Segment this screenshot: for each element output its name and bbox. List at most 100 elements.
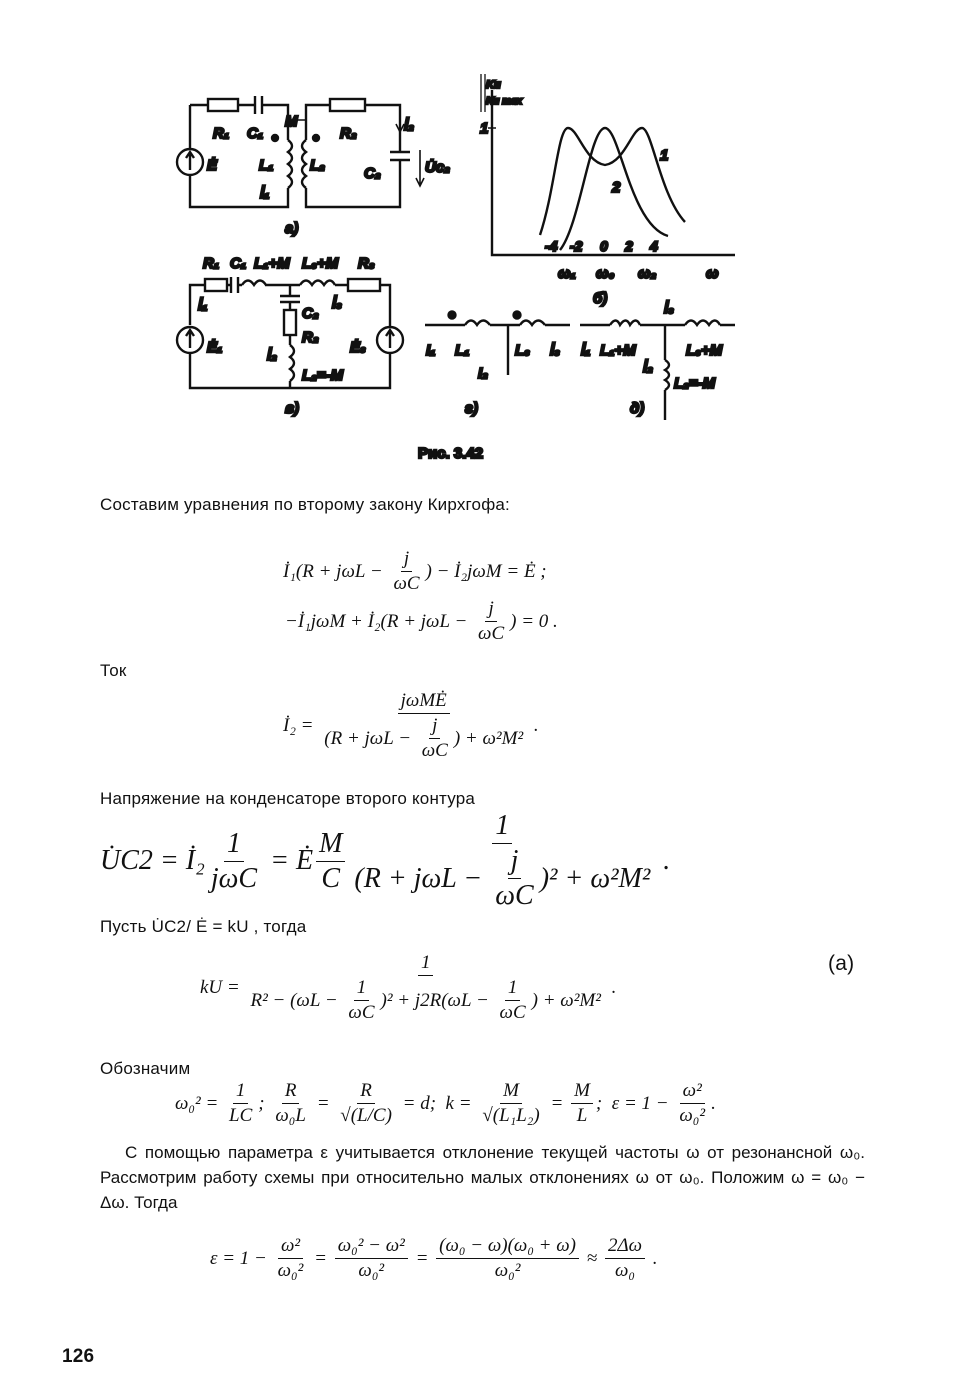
label-b: б) xyxy=(593,290,607,307)
xtick-2: 2 xyxy=(624,238,633,254)
fraction-denominator: ω₀ xyxy=(612,1259,638,1282)
label-c: в) xyxy=(285,400,299,417)
ytick-1: 1 xyxy=(480,120,488,137)
math-text: = xyxy=(545,1092,569,1114)
math-text: (R + jωL − xyxy=(324,727,416,749)
curve-2 xyxy=(559,126,669,251)
math-text: ω₀² = xyxy=(175,1092,224,1114)
diagram-d: I₁ L₁ I₂ L₃ İ₃ г) xyxy=(425,310,570,418)
math-text: ωC xyxy=(495,880,534,911)
math-text: j xyxy=(488,598,494,619)
math-text: C xyxy=(321,862,341,894)
kirchhoff-intro: Составим уравнения по второму закону Кир… xyxy=(100,495,510,514)
label-I1: İ₁ xyxy=(198,297,207,314)
math-text: R² − (ωL − xyxy=(250,989,343,1011)
math-text: ≈ xyxy=(582,1247,602,1269)
math-fraction: ω₀² − ω² ω₀² xyxy=(334,1235,408,1282)
math-text: ε = 1 − xyxy=(210,1247,272,1269)
math-fraction: M √(L₁L₂) xyxy=(479,1080,542,1127)
label-I3: İ₃ xyxy=(550,342,560,359)
fraction-numerator: 1 xyxy=(223,828,244,862)
circuit-c: R₁ C₁ L₁+M L₃+M R₃ İ₁ Ė₁ C₂ R₂ İ₃ Ė₃ İ₂ … xyxy=(175,254,405,418)
xtick-4: 4 xyxy=(649,238,658,254)
label-I3: İ₃ xyxy=(332,295,342,312)
fraction-denominator: ω₀² xyxy=(355,1259,387,1282)
fraction-denominator: ω₀² xyxy=(676,1104,708,1127)
math-text: ; xyxy=(258,1092,270,1114)
fraction-denominator: √(L₁L₂) xyxy=(479,1104,542,1127)
math-text: ω₀² − ω² xyxy=(337,1235,405,1256)
math-text: ω₀ xyxy=(614,1260,635,1281)
math-text: . xyxy=(711,1092,716,1114)
math-text: ω₀² xyxy=(679,1105,706,1126)
math-fraction: 2Δω ω₀ xyxy=(604,1235,646,1282)
math-text: 2Δω xyxy=(607,1235,643,1256)
xtick-m2: -2 xyxy=(570,238,583,254)
fraction-numerator: j xyxy=(485,598,497,622)
math-text: U̇C2 = İ₂ xyxy=(100,845,205,876)
math-text: ωC xyxy=(478,623,505,644)
math-text: ω² xyxy=(280,1235,301,1256)
math-text: ω₀² xyxy=(358,1260,385,1281)
page-number: 126 xyxy=(62,1346,95,1367)
math-text: = d; k = xyxy=(397,1092,477,1114)
math-text: ) + ω²M² xyxy=(531,989,601,1011)
fraction-numerator: 1 xyxy=(417,952,434,976)
ylabel-den: Ku max xyxy=(486,96,523,107)
math-text: −İ₁jωM + İ₂(R + jωL − xyxy=(285,610,473,632)
math-text: LC xyxy=(229,1105,253,1126)
math-text: ω² xyxy=(682,1080,702,1101)
fraction-numerator: 1 xyxy=(232,1080,249,1104)
math-text: ω₀² xyxy=(494,1260,521,1281)
label-C2: C₂ xyxy=(364,165,381,182)
fraction-numerator: M xyxy=(500,1080,522,1104)
paragraph: С помощью параметра ε учитывается отклон… xyxy=(100,1143,865,1212)
label-C2: C₂ xyxy=(302,305,319,322)
math-text: ωC xyxy=(348,1002,375,1023)
math-fraction: R√(L/C) xyxy=(337,1080,395,1127)
label-L2: L₂=-M xyxy=(302,367,344,384)
label-L1M: L₁+M xyxy=(600,342,636,359)
math-text: ; ε = 1 − xyxy=(595,1092,674,1114)
label-I3: İ₃ xyxy=(664,300,674,317)
math-text: (R + jωL − xyxy=(354,862,490,894)
label-UC2: U̇c₂ xyxy=(425,159,450,176)
label-I2: İ₂ xyxy=(267,347,277,364)
math-text: L xyxy=(576,1105,588,1126)
label-L2: L₂ xyxy=(310,157,325,174)
fraction-numerator: 1 xyxy=(353,977,370,1001)
label-R1: R₁ xyxy=(203,255,219,272)
fraction-denominator: LC xyxy=(226,1104,255,1127)
math-text: ) − İ₂jωM = Ė ; xyxy=(425,560,547,582)
math-text: ω₀L xyxy=(275,1105,306,1126)
circuit-a: R₁ C₁ M R₂ İ₂ Ė L₁ L₂ C₂ U̇c₂ İ₁ а) xyxy=(175,96,451,238)
math-text: M xyxy=(503,1080,519,1101)
math-text: jωMĖ xyxy=(400,690,447,711)
math-text: 1 xyxy=(356,977,367,998)
math-fraction: ω² ω₀² xyxy=(676,1080,708,1127)
fraction-denominator: L xyxy=(574,1104,591,1127)
label-I1: I₁ xyxy=(426,342,435,359)
label-R2: R₂ xyxy=(340,125,357,142)
math-text: R xyxy=(360,1080,372,1101)
fraction-numerator: j xyxy=(400,548,413,572)
label-C1: C₁ xyxy=(247,125,263,142)
fraction-numerator: M xyxy=(316,828,346,862)
label-I1: İ₁ xyxy=(581,342,590,359)
curve-1 xyxy=(538,126,686,236)
math-fraction: j ωC xyxy=(475,598,507,645)
math-text: (ω₀ − ω)(ω₀ + ω) xyxy=(439,1235,576,1256)
label-M: M xyxy=(285,113,298,130)
fraction-numerator: ω² xyxy=(277,1235,304,1259)
fraction-numerator: ω₀² − ω² xyxy=(334,1235,408,1259)
fraction-numerator: 2Δω xyxy=(604,1235,646,1259)
math-text: . xyxy=(656,845,671,876)
